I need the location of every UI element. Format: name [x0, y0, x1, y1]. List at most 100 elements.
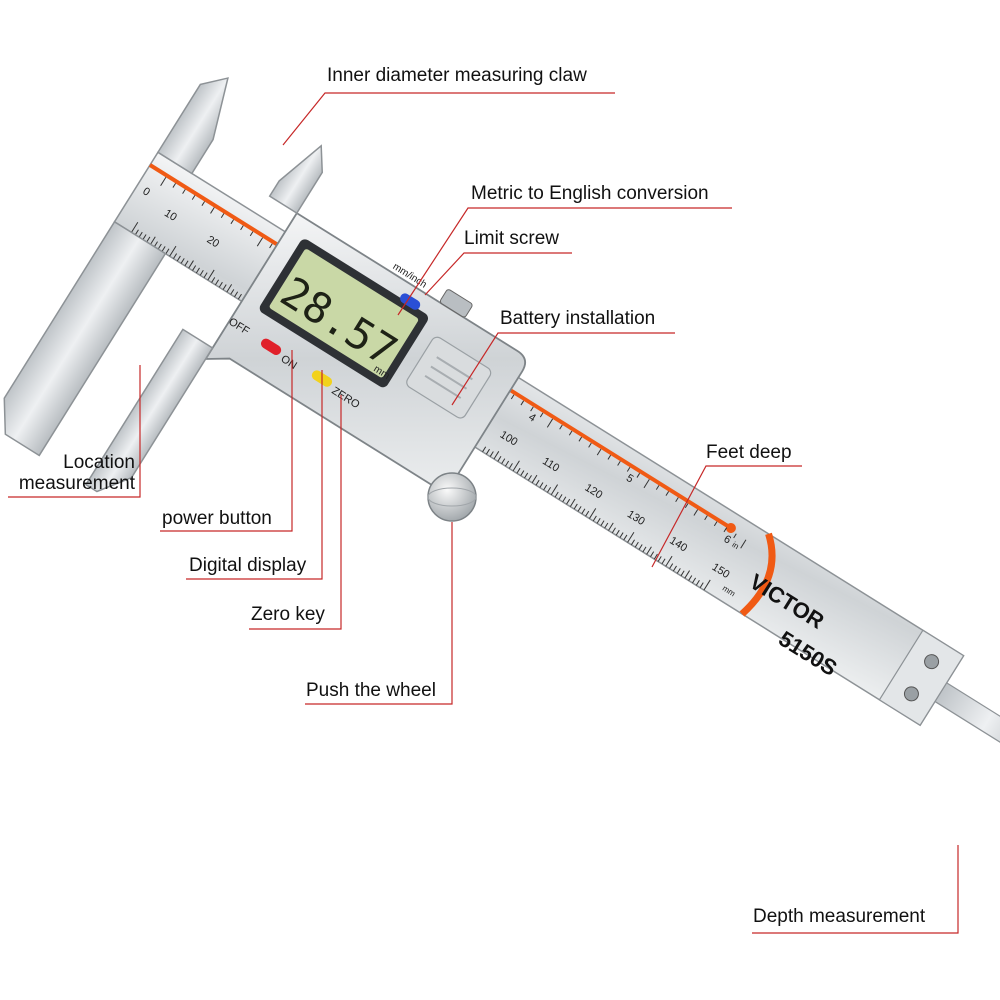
- inch-tick: [568, 430, 573, 436]
- leader-depth: [752, 845, 959, 934]
- scale-tick: [585, 510, 590, 517]
- scale-tick: [226, 284, 233, 293]
- inch-tick: [559, 424, 563, 430]
- scale-tick: [573, 503, 578, 510]
- digital-display-screen: [269, 249, 419, 378]
- inch-tick: [220, 213, 225, 219]
- scale-tick: [543, 484, 548, 491]
- inch-tick: [665, 491, 670, 496]
- scale-tick: [142, 234, 147, 240]
- inch-tick: [636, 473, 641, 478]
- inch-tick: [172, 183, 176, 188]
- scale-tick: [531, 474, 538, 484]
- scale-tick: [695, 579, 700, 586]
- scale-tick: [546, 486, 552, 493]
- scale-tick: [669, 563, 674, 569]
- leader-inner-claw: [282, 92, 615, 146]
- scale-tick: [230, 289, 235, 295]
- inch-tick: [201, 201, 205, 206]
- label-power-button: power button: [162, 508, 272, 529]
- scale-tick: [608, 522, 614, 531]
- scale-tick: [604, 522, 609, 529]
- scale-tick: [489, 451, 494, 457]
- inch-tick: [733, 533, 737, 539]
- power-button[interactable]: [259, 337, 283, 357]
- scale-tick: [195, 267, 200, 274]
- scale-tick: [558, 494, 563, 500]
- label-inner-claw: Inner diameter measuring claw: [327, 65, 587, 86]
- limit-screw[interactable]: [439, 289, 473, 318]
- scale-tick: [653, 553, 658, 560]
- inch-tick: [210, 207, 215, 214]
- scale-tick: [169, 245, 177, 257]
- leader-battery: [451, 332, 675, 406]
- inch-tick: [249, 231, 254, 237]
- mm-inch-button[interactable]: [398, 292, 422, 312]
- scale-tick: [634, 541, 639, 548]
- scale-tick: [505, 460, 510, 467]
- scale-tick: [611, 527, 616, 534]
- scale-tick: [180, 258, 185, 264]
- label-metric-english: Metric to English conversion: [471, 183, 709, 204]
- label-zero-key: Zero key: [251, 604, 325, 625]
- inch-tick: [539, 412, 544, 418]
- inch-tick: [578, 436, 583, 442]
- scale-tick: [680, 570, 685, 577]
- inch-scale-ticks: [160, 177, 747, 549]
- inch-tick: [740, 539, 747, 549]
- scale-tick: [482, 446, 487, 453]
- leader-lines: [8, 92, 959, 934]
- scale-tick: [650, 551, 655, 557]
- label-depth: Depth measurement: [753, 906, 926, 927]
- leader-power: [160, 350, 293, 532]
- scale-tick: [161, 246, 166, 252]
- scale-tick: [237, 293, 242, 300]
- scale-tick: [131, 221, 139, 233]
- scale-tick: [699, 582, 704, 588]
- caliper-body: 28.57 mm mm/inch OFF ON ZERO VICTOR 5150…: [3, 77, 1000, 761]
- inch-tick: [510, 394, 515, 400]
- scale-tick: [692, 577, 697, 584]
- scale-tick: [192, 265, 197, 271]
- inch-tick: [256, 237, 264, 247]
- scale-tick: [485, 448, 490, 455]
- thumb-wheel[interactable]: [427, 472, 477, 522]
- label-digital-display: Digital display: [189, 555, 307, 576]
- scale-tick: [630, 539, 635, 546]
- scale-tick: [657, 556, 662, 562]
- scale-tick: [672, 565, 677, 572]
- inch-mark-4: 4: [526, 411, 538, 424]
- scale-tick: [684, 570, 691, 579]
- inch-tick: [626, 467, 631, 472]
- scale-tick: [165, 248, 170, 255]
- inch-tick: [240, 225, 244, 231]
- inch-tick: [160, 177, 167, 187]
- inch-tick: [230, 219, 234, 225]
- scale-tick: [535, 479, 540, 486]
- scale-top-10: 10: [162, 207, 179, 224]
- leader-limit-screw: [424, 252, 572, 296]
- scale-tick: [676, 568, 681, 574]
- scale-tick: [173, 253, 178, 259]
- scale-tick: [554, 491, 559, 498]
- leader-display: [186, 370, 323, 580]
- scale-tick: [188, 260, 194, 269]
- inch-tick: [182, 189, 186, 194]
- scale-tick: [134, 229, 139, 236]
- scale-tick: [615, 529, 620, 536]
- inch-tick: [191, 195, 196, 200]
- scale-tick: [661, 558, 666, 565]
- main-scale-ticks: [131, 221, 711, 591]
- inch-tick: [596, 448, 602, 456]
- inch-mark-6: 6: [721, 533, 733, 546]
- scale-tick: [596, 517, 601, 524]
- scale-tick: [146, 236, 151, 243]
- inch-tick: [607, 454, 612, 460]
- inch-tick: [723, 527, 728, 533]
- moving-outer-jaw: [84, 328, 214, 493]
- scale-tick: [203, 272, 208, 278]
- inch-tick: [655, 485, 660, 490]
- scale-tick: [501, 458, 506, 464]
- scale-tick: [569, 498, 576, 507]
